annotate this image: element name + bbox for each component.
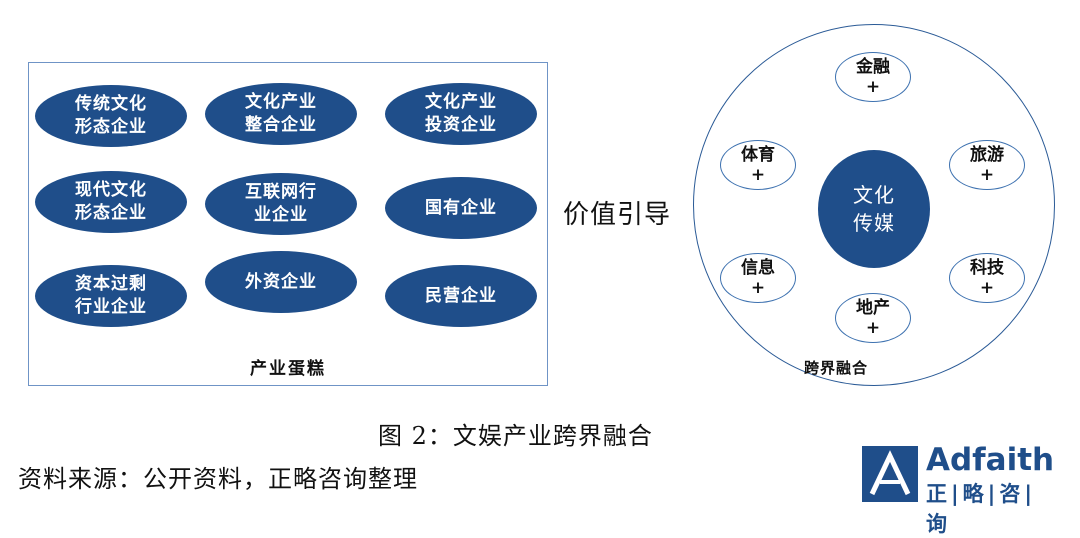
node-real-estate: 地产 + — [835, 293, 911, 343]
node-label: 金融 — [856, 57, 890, 77]
plus-sign: + — [750, 278, 766, 298]
plus-sign: + — [865, 77, 881, 97]
node-finance: 金融 + — [835, 52, 911, 102]
logo-chinese-name: 正|略|咨|询 — [926, 482, 1037, 536]
cake-item-culture-integration: 文化产业 整合企业 — [205, 83, 357, 145]
cake-item-internet: 互联网行 业企业 — [205, 173, 357, 235]
node-technology: 科技 + — [949, 253, 1025, 303]
adfaith-logo: Adfaith 正|略|咨|询 — [862, 442, 1060, 536]
industry-cake-title: 产业蛋糕 — [250, 359, 326, 379]
node-sports: 体育 + — [720, 140, 796, 190]
node-tourism: 旅游 + — [949, 140, 1025, 190]
source-note: 资料来源：公开资料，正略咨询整理 — [18, 465, 418, 493]
cake-item-private: 民营企业 — [385, 265, 537, 327]
figure-caption: 图 2：文娱产业跨界融合 — [378, 422, 653, 450]
cake-item-culture-investment: 文化产业 投资企业 — [385, 83, 537, 145]
value-guide-label: 价值引导 — [563, 200, 672, 230]
plus-sign: + — [865, 318, 881, 338]
industry-cake-box: 传统文化 形态企业 文化产业 整合企业 文化产业 投资企业 现代文化 形态企业 … — [28, 62, 548, 386]
node-label: 体育 — [741, 145, 775, 165]
node-label: 地产 — [856, 298, 890, 318]
node-information: 信息 + — [720, 253, 796, 303]
cake-item-traditional-culture: 传统文化 形态企业 — [35, 85, 187, 147]
plus-sign: + — [750, 165, 766, 185]
crossover-title: 跨界融合 — [804, 359, 869, 377]
node-label: 旅游 — [970, 145, 1004, 165]
cake-item-state-owned: 国有企业 — [385, 177, 537, 239]
cake-item-modern-culture: 现代文化 形态企业 — [35, 171, 187, 233]
node-label: 科技 — [970, 258, 1004, 278]
logo-name: Adfaith — [926, 442, 1055, 478]
node-label: 信息 — [741, 258, 775, 278]
cake-item-excess-capital: 资本过剩 行业企业 — [35, 265, 187, 327]
logo-a-mark-icon — [862, 446, 918, 502]
core-culture-media: 文化 传媒 — [818, 150, 930, 268]
plus-sign: + — [979, 165, 995, 185]
plus-sign: + — [979, 278, 995, 298]
cake-item-foreign: 外资企业 — [205, 251, 357, 313]
